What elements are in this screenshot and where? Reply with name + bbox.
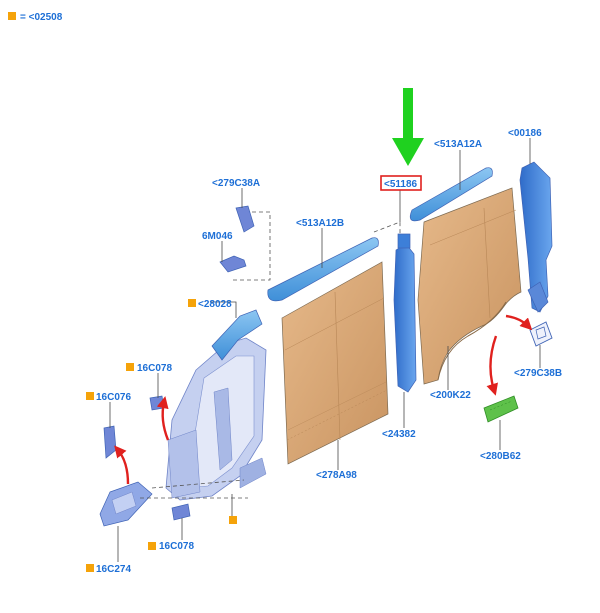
- b-pillar-reinforcement: [393, 233, 417, 393]
- red-curved-arrow-icon: [486, 335, 498, 396]
- legend-text: = <02508: [20, 12, 63, 23]
- leader-lines: [109, 138, 541, 562]
- label-513A12A: <513A12A: [434, 139, 482, 150]
- label-16C078-bottom: 16C078: [159, 541, 194, 552]
- label-280B62: <280B62: [480, 451, 521, 462]
- orange-square-icon: [188, 299, 196, 307]
- label-51186: <51186: [384, 179, 418, 190]
- garnish-280B62: [483, 395, 519, 423]
- orange-square-icon: [86, 392, 94, 400]
- label-279C38A-top: <279C38A: [212, 178, 260, 189]
- green-down-arrow-icon: [392, 88, 424, 166]
- label-24382: <24382: [382, 429, 416, 440]
- bracket-279C38B: [529, 321, 553, 347]
- markers: [86, 299, 237, 572]
- label-6M046: 6M046: [202, 231, 233, 242]
- label-278A98: <278A98: [316, 470, 357, 481]
- front-roof-rail-28028: [211, 309, 263, 361]
- front-body-side: [165, 337, 267, 501]
- legend: = <02508: [8, 12, 63, 23]
- orange-square-icon: [229, 516, 237, 524]
- label-513A12B: <513A12B: [296, 218, 344, 229]
- sill-reinforcement-16C274: [99, 481, 153, 527]
- rear-side-panel: [417, 187, 522, 385]
- roof-rail-513A12A: [409, 167, 493, 222]
- sliding-door-panel: [281, 261, 389, 465]
- label-200K22: <200K22: [430, 390, 471, 401]
- d-pillar: [519, 161, 553, 313]
- bracket-16C076: [103, 425, 117, 459]
- legend-marker-icon: [8, 12, 16, 20]
- orange-square-icon: [126, 363, 134, 371]
- label-16C274: 16C274: [96, 564, 131, 575]
- red-curved-arrow-icon: [505, 314, 533, 331]
- orange-square-icon: [148, 542, 156, 550]
- highlight-box: [380, 175, 422, 191]
- label-16C076: 16C076: [96, 392, 131, 403]
- part-labels: <279C38A 6M046 <513A12B <51186 <513A12A …: [96, 128, 562, 575]
- bracket-279C38A: [235, 205, 255, 233]
- bracket-16C078-bottom: [171, 503, 191, 521]
- direction-arrows: [114, 314, 533, 485]
- red-curved-arrow-icon: [114, 445, 130, 485]
- label-16C078-top: 16C078: [137, 363, 172, 374]
- label-279C38B: <279C38B: [514, 368, 562, 379]
- orange-square-icon: [86, 564, 94, 572]
- bracket-6M046: [219, 255, 247, 273]
- label-28028: <28028: [198, 299, 232, 310]
- red-curved-arrow-icon: [156, 396, 170, 441]
- label-00186: <00186: [508, 128, 542, 139]
- roof-rail-513A12B: [267, 237, 379, 302]
